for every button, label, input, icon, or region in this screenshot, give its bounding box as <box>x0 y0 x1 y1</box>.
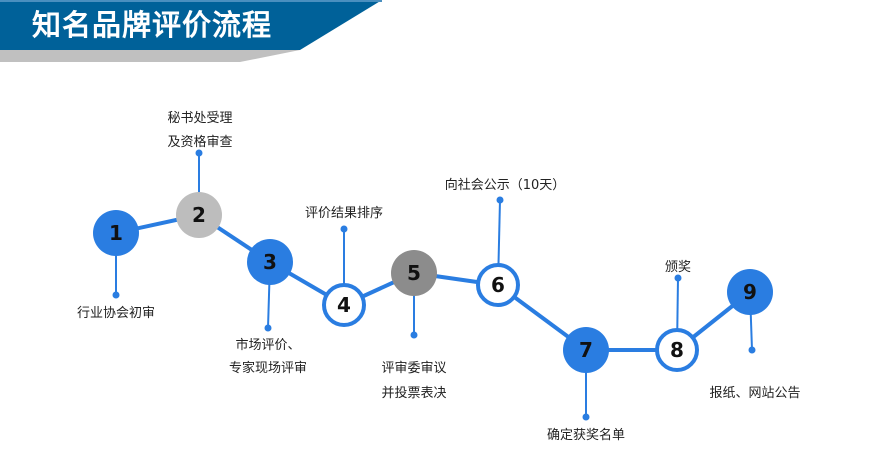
leader-dot <box>264 324 272 332</box>
step-circle <box>322 283 366 327</box>
step-number: 6 <box>491 273 505 297</box>
leader-dot <box>410 331 418 339</box>
step-label: 秘书处受理 <box>167 111 232 126</box>
step-label: 并投票表决 <box>381 385 446 401</box>
step-9: 9 报纸、网站公告 <box>709 269 801 401</box>
step-7: 7 确定获奖名单 <box>547 327 625 443</box>
header-band <box>0 0 382 50</box>
leader-dot <box>195 149 203 157</box>
step-circle <box>727 269 773 315</box>
step-number: 5 <box>407 261 421 285</box>
page-title: 知名品牌评价流程 <box>32 8 273 42</box>
step-number: 9 <box>743 280 757 304</box>
step-6: 6 向社会公示（10天） <box>445 177 566 307</box>
step-number: 3 <box>263 250 277 274</box>
step-label: 专家现场评审 <box>229 360 307 376</box>
step-circle <box>476 263 520 307</box>
step-number: 1 <box>109 221 123 245</box>
header-top-line <box>0 0 382 2</box>
leader-dot <box>674 274 682 282</box>
step-label: 评审委审议 <box>381 361 446 376</box>
step-number: 7 <box>579 338 593 362</box>
step-label: 报纸、网站公告 <box>709 386 800 401</box>
step-label: 确定获奖名单 <box>547 427 625 443</box>
step-label: 向社会公示（10天） <box>445 177 566 193</box>
step-label: 行业协会初审 <box>77 306 155 321</box>
leader-dot <box>582 413 590 421</box>
step-number: 4 <box>337 293 351 317</box>
step-circle <box>563 327 609 373</box>
step-circle <box>247 239 293 285</box>
step-4: 4 评价结果排序 <box>305 206 383 327</box>
step-label: 市场评价、 <box>235 337 300 353</box>
leader-dot <box>748 346 756 354</box>
step-1: 1 行业协会初审 <box>77 210 155 321</box>
step-circle <box>176 192 222 238</box>
header-shadow-band <box>0 50 300 62</box>
leader-dot <box>340 225 348 233</box>
step-3: 3 市场评价、专家现场评审 <box>229 239 307 376</box>
step-number: 8 <box>670 338 684 362</box>
step-label: 评价结果排序 <box>305 206 383 221</box>
step-8: 8 颁奖 <box>655 260 699 372</box>
step-circle <box>93 210 139 256</box>
step-label: 颁奖 <box>665 260 691 275</box>
step-number: 2 <box>192 203 206 227</box>
leader-dot <box>496 196 504 204</box>
step-circle <box>655 328 699 372</box>
step-label: 及资格审查 <box>167 134 232 150</box>
leader-dot <box>112 291 120 299</box>
step-circle <box>391 250 437 296</box>
